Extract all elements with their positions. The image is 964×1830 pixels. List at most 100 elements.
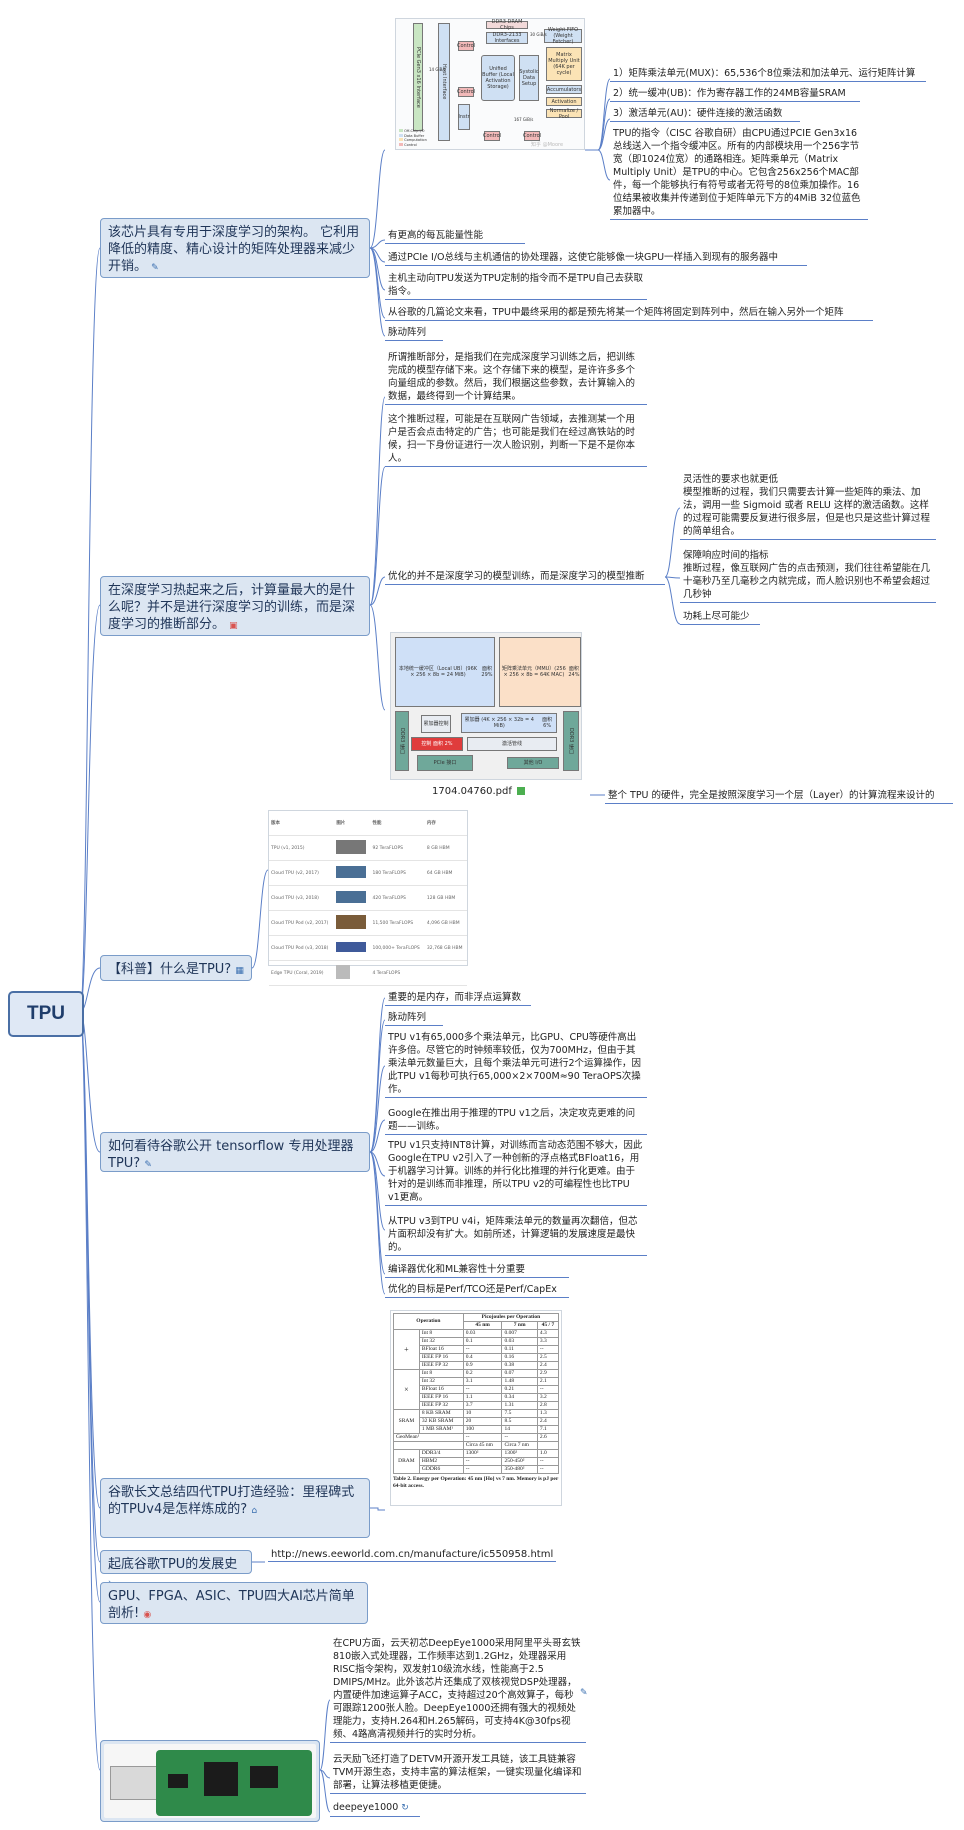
topic-inference[interactable]: 在深度学习热起来之后，计算量最大的是什么呢？并不是进行深度学习的训练，而是深度学… xyxy=(100,576,370,636)
floorplan-local-ub: 本地统一缓冲区（Local UB）(96K × 256 × 8b = 24 Mi… xyxy=(395,637,495,707)
leaf-inference-examples[interactable]: 这个推断过程，可能是在互联网广告领域，去推测某一个用户是否会点击特定的广告；也可… xyxy=(385,412,647,467)
warning-icon[interactable]: ◉ xyxy=(143,1610,152,1620)
note-icon[interactable]: ✎ xyxy=(580,1688,588,1698)
table-row: HBM2--250-450²-- xyxy=(394,1457,560,1466)
instr-block: Instr xyxy=(458,104,470,130)
leaf-host-sends-instructions[interactable]: 主机主动向TPU发送为TPU定制的指令而不是TPU自己去获取指令。 xyxy=(385,271,647,300)
leaf-low-power[interactable]: 功耗上尽可能少 xyxy=(680,609,760,625)
link-icon[interactable]: ↻ xyxy=(401,1803,409,1813)
control-block-3: Control xyxy=(482,131,502,141)
topic-what-is-tpu[interactable]: 【科普】什么是TPU? ▦ xyxy=(100,955,252,981)
col-memory: 内存 xyxy=(424,811,467,836)
leaf-perf-tco[interactable]: 优化的目标是Perf/TCO还是Perf/CapEx xyxy=(385,1282,569,1298)
leaf-memory-matters[interactable]: 重要的是内存，而非浮点运算数 xyxy=(385,990,531,1006)
leaf-deepeye-cpu[interactable]: 在CPU方面，云天初芯DeepEye1000采用阿里平头哥玄铁810嵌入式处理器… xyxy=(330,1636,586,1743)
leaf-detvm-toolchain[interactable]: 云天励飞还打造了DETVM开源开发工具链，该工具链兼容TVM开源生态，支持丰富的… xyxy=(330,1752,586,1794)
topic-label: 该芯片具有专用于深度学习的架构。 它利用降低的精度、精心设计的矩阵处理器来减少开… xyxy=(108,225,360,274)
leaf-systolic-array-2[interactable]: 脉动阵列 xyxy=(385,1010,443,1026)
leaf-layer-design[interactable]: 整个 TPU 的硬件，完全是按照深度学习一个层（Layer）的计算流程来设计的 xyxy=(605,788,953,804)
root-topic-tpu[interactable]: TPU xyxy=(8,991,84,1037)
leaf-mux[interactable]: 1）矩阵乘法单元(MUX)：65,536个8位乘法和加法单元、运行矩阵计算 xyxy=(610,66,926,82)
leaf-optimize-inference[interactable]: 优化的并不是深度学习的模型训练，而是深度学习的模型推断 xyxy=(385,569,665,585)
host-interface-block: Host Interface xyxy=(438,23,450,141)
leaf-perf-per-watt[interactable]: 有更高的每瓦能量性能 xyxy=(385,228,525,244)
note-icon[interactable]: ✎ xyxy=(151,263,159,273)
activation-block: Activation xyxy=(546,97,582,106)
leaf-au[interactable]: 3）激活单元(AU)：硬件连接的激活函数 xyxy=(610,106,800,122)
energy-table-caption: Table 2. Energy per Operation: 45 nm [Ho… xyxy=(393,1476,559,1489)
floorplan-acc-ctrl: 累加器控制 xyxy=(421,715,451,733)
floorplan-ddr-1: DDR3 接口 xyxy=(395,711,409,771)
tpu-floorplan-image[interactable]: 本地统一缓冲区（Local UB）(96K × 256 × 8b = 24 Mi… xyxy=(390,632,582,780)
small-chip xyxy=(168,1774,188,1788)
leaf-tpu-v1-multipliers[interactable]: TPU v1有65,000多个乘法单元，比GPU、CPU等硬件高出许多倍。尽管它… xyxy=(385,1030,647,1098)
tpu-block-diagram-image[interactable]: PCIe Gen3 x16 Interface Host Interface D… xyxy=(395,18,585,150)
topic-four-ai-chips[interactable]: GPU、FPGA、ASIC、TPU四大AI芯片简单剖析! ◉ xyxy=(100,1582,368,1624)
topic-label: 在深度学习热起来之后，计算量最大的是什么呢？并不是进行深度学习的训练，而是深度学… xyxy=(108,583,356,632)
topic-label: 【科普】什么是TPU? xyxy=(108,962,232,977)
pdf-filename[interactable]: 1704.04760.pdf xyxy=(432,786,512,797)
leaf-low-flexibility[interactable]: 灵活性的要求也就更低 模型推断的过程，我们只需要去计算一些矩阵的乘法、加法，调用… xyxy=(680,472,936,540)
control-block-2: Control xyxy=(456,87,476,97)
floorplan-misc-io: 其他 I/O xyxy=(507,757,559,769)
usb-connector xyxy=(110,1766,158,1800)
diagram-legend: Off-Chip I/O Data Buffer Computation Con… xyxy=(399,129,427,147)
ddr-interface-block: DDR3-2133 Interfaces xyxy=(486,32,528,44)
memory-chip xyxy=(250,1766,278,1788)
leaf-training[interactable]: Google在推出用于推理的TPU v1之后，决定攻克更难的问题——训练。 xyxy=(385,1106,647,1135)
leaf-tpu-instructions[interactable]: TPU的指令（CISC 谷歌自研）由CPU通过PCIE Gen3x16总线送入一… xyxy=(610,126,868,220)
leaf-compiler-ml[interactable]: 编译器优化和ML兼容性十分重要 xyxy=(385,1262,569,1278)
topic-deepeye-image[interactable] xyxy=(100,1740,320,1822)
history-url-link[interactable]: http://news.eeworld.com.cn/manufacture/i… xyxy=(268,1548,557,1562)
floorplan-mmu: 矩阵乘法单元（MMU）(256 × 256 × 8b = 64K MAC)面积 … xyxy=(499,637,581,707)
col-image: 图片 xyxy=(334,811,371,836)
topic-google-tensorflow-tpu[interactable]: 如何看待谷歌公开 tensorflow 专用处理器 TPU? ✎ xyxy=(100,1132,370,1172)
note-icon[interactable]: ✎ xyxy=(144,1160,152,1170)
bandwidth-label-1: 14 GiB/s xyxy=(429,67,446,72)
link-icon[interactable]: ⌂ xyxy=(251,1506,258,1516)
unified-buffer-block: Unified Buffer (Local Activation Storage… xyxy=(481,55,515,101)
leaf-bfloat16[interactable]: TPU v1只支持INT8计算，对训练而言动态范围不够大，因此Google在TP… xyxy=(385,1138,647,1206)
floorplan-accumulators: 累加器 (4K × 256 × 32b = 4 MiB) 面积 6% xyxy=(461,713,557,733)
col-version: 版本 xyxy=(269,811,335,836)
leaf-response-time[interactable]: 保障响应时间的指标 推断过程，像互联网广告的点击预测，我们往往希望能在几十毫秒乃… xyxy=(680,548,936,603)
control-block-1: Control xyxy=(456,41,476,51)
leaf-systolic-array-1[interactable]: 脉动阵列 xyxy=(385,325,443,341)
topic-tpu-history[interactable]: 起底谷歌TPU的发展史 › xyxy=(100,1550,252,1588)
leaf-ub[interactable]: 2）统一缓冲(UB)：作为寄存器工作的24MB容量SRAM xyxy=(610,86,860,102)
link-icon[interactable]: ▦ xyxy=(235,966,244,976)
floorplan-activation-pipeline: 激活管线 xyxy=(467,737,557,751)
leaf-v3-v4i[interactable]: 从TPU v3到TPU v4i，矩阵乘法单元的数量再次翻倍，但芯片面积却没有扩大… xyxy=(385,1214,647,1256)
control-block-4: Control xyxy=(522,131,542,141)
leaf-fixed-matrix[interactable]: 从谷歌的几篇论文来看，TPU中最终采用的都是预先将某一个矩阵将固定到阵列中，然后… xyxy=(385,305,873,321)
topic-label: 如何看待谷歌公开 tensorflow 专用处理器 TPU? xyxy=(108,1139,354,1171)
matrix-multiply-unit-block: Matrix Multiply Unit (64K per cycle) xyxy=(546,47,582,81)
leaf-pcie-coprocessor[interactable]: 通过PCIe I/O总线与主机通信的协处理器，这使它能够像一块GPU一样插入到现… xyxy=(385,250,807,266)
floorplan-ddr-2: DDR3 接口 xyxy=(563,711,579,771)
pdf-attachment[interactable]: 1704.04760.pdf xyxy=(432,786,526,797)
topic-tpuv4-lessons[interactable]: 谷歌长文总结四代TPU打造经验：里程碑式的TPUv4是怎样炼成的? ⌂ xyxy=(100,1478,370,1538)
weight-fifo-block: Weight FIFO (Weight Fetcher) xyxy=(544,27,582,45)
table-row: GDDR6--350-480²-- xyxy=(394,1465,560,1474)
table-row: Edge TPU (Coral, 2019)4 TeraFLOPS xyxy=(269,960,467,986)
leaf-deepeye1000[interactable]: deepeye1000 ↻ xyxy=(330,1800,420,1817)
topic-deep-learning-architecture[interactable]: 该芯片具有专用于深度学习的架构。 它利用降低的精度、精心设计的矩阵处理器来减少开… xyxy=(100,218,370,278)
col-performance: 性能 xyxy=(370,811,425,836)
leaf-inference-definition[interactable]: 所谓推断部分，是指我们在完成深度学习训练之后，把训练完成的模型存储下来。这个存储… xyxy=(385,350,647,405)
topic-label: GPU、FPGA、ASIC、TPU四大AI芯片简单剖析! xyxy=(108,1589,355,1621)
attachment-icon[interactable]: ▣ xyxy=(229,621,238,631)
